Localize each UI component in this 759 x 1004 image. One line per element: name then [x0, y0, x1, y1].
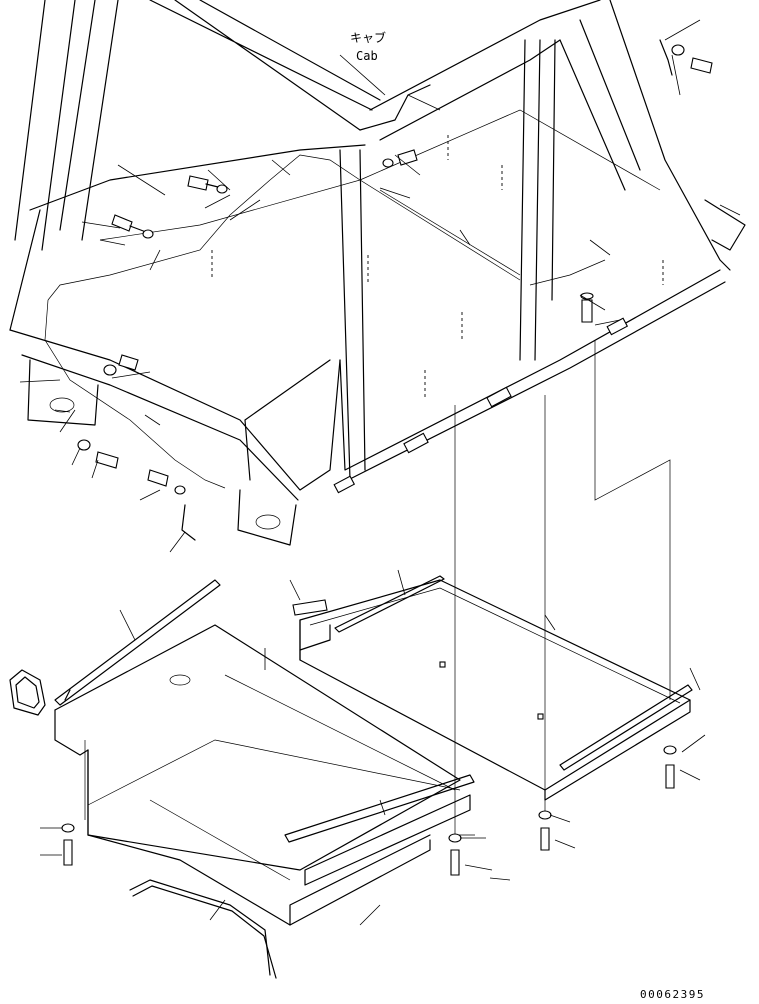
drawing-number: 00062395 [640, 988, 705, 1001]
alignment-lines [84, 340, 671, 836]
right-floor-panel [292, 575, 693, 801]
cab-assembly [9, 0, 746, 546]
cab-label-jp: キャブ [350, 30, 386, 45]
left-floor-panel [9, 579, 475, 979]
floor-leader-lines [40, 569, 706, 926]
floor-fasteners [61, 745, 677, 876]
cab-label-en: Cab [356, 49, 378, 63]
cab-fasteners [77, 39, 713, 541]
leader-lines [19, 19, 741, 553]
